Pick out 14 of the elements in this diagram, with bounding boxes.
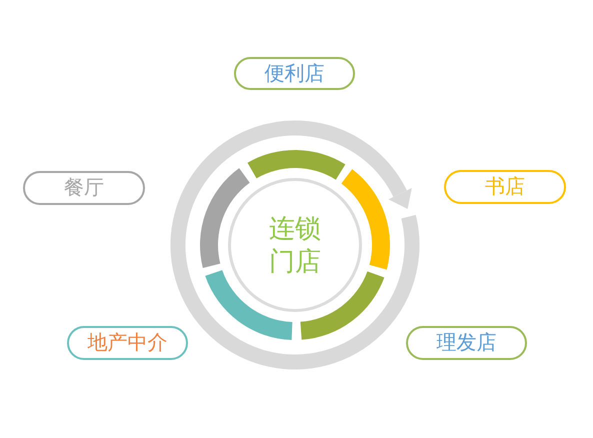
label-pill [23, 171, 145, 205]
category-label: 餐厅 [64, 176, 104, 200]
category-label: 地产中介 [88, 331, 168, 355]
label-pill [406, 326, 527, 360]
hub-label: 连锁门店 [268, 212, 322, 278]
label-pill [234, 57, 355, 90]
ring-segment [248, 150, 346, 180]
label-pill [444, 170, 566, 204]
ring-segment [200, 168, 250, 268]
category-label: 理发店 [436, 331, 496, 355]
ring-segment [341, 169, 390, 270]
category-label: 书店 [485, 175, 525, 199]
category-label: 便利店 [264, 62, 324, 86]
label-pill [67, 326, 188, 360]
